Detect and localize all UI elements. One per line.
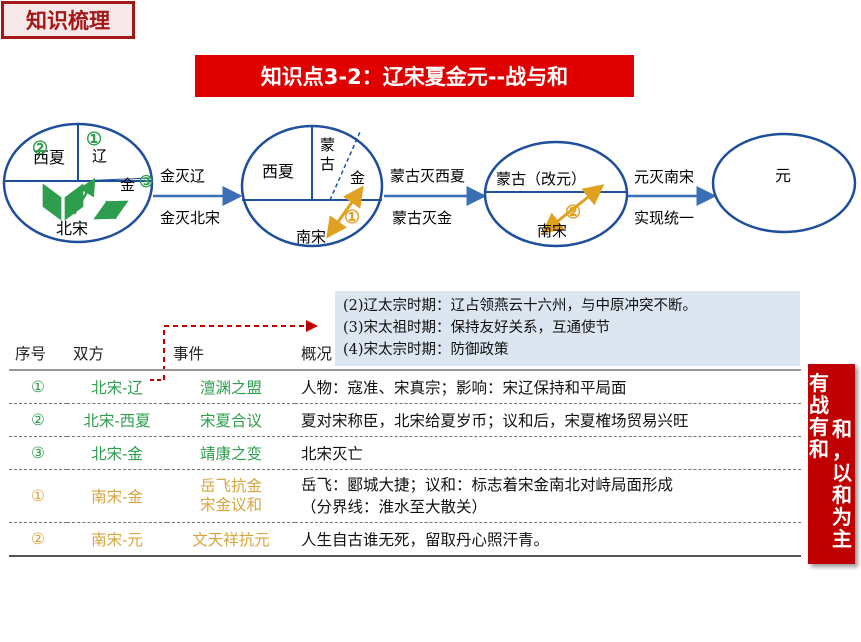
header-no: 序号 (9, 336, 67, 371)
row-summary: 北宋灭亡 (295, 436, 801, 470)
circle-song-mongol: 蒙古（改元） 南宋 ② (483, 140, 629, 248)
table-row: ② 北宋-西夏 宋夏合议 夏对宋称臣，北宋给夏岁币；议和后，宋夏榷场贸易兴旺 (9, 403, 801, 437)
circle-yuan: 元 (711, 132, 857, 234)
arrow2-top-label: 蒙古灭西夏 (390, 167, 465, 185)
arrow-jin-conquest: 金灭辽 金灭北宋 (153, 167, 243, 227)
label-xixia-1: 西夏 (33, 148, 65, 167)
table-row: ① 北宋-辽 澶渊之盟 人物：寇准、宋真宗；影响：宋辽保持和平局面 (9, 370, 801, 404)
row-sides: 南宋-金 (67, 469, 167, 523)
row-event: 澶渊之盟 (167, 370, 295, 404)
banner-col1: 有战有和 (809, 371, 829, 461)
label-yuan: 元 (775, 166, 791, 185)
arrow1-bottom-label: 金灭北宋 (160, 209, 220, 227)
label-menggu-2-b: 古 (320, 155, 335, 173)
arrow-mongol-conquest: 蒙古灭西夏 蒙古灭金 (384, 167, 487, 227)
header-sides: 双方 (67, 336, 167, 371)
label-jin-2: 金 (350, 169, 365, 187)
label-menggu-2: 蒙古 (320, 136, 335, 173)
note-line: (3)宋太祖时期：保持友好关系，互通使节 (343, 320, 611, 336)
circle-song-jin-xia: 西夏 蒙古 金 南宋 ① (240, 124, 384, 248)
row-no: ② (9, 522, 67, 557)
row-summary: 岳飞：郾城大捷；议和：标志着宋金南北对峙局面形成 （分界线：淮水至大散关） (295, 469, 801, 523)
num-1-green: ① (86, 129, 102, 150)
num-2-green: ② (32, 138, 48, 159)
num-2-gold: ② (565, 202, 581, 223)
note-line: (4)宋太宗时期：防御政策 (343, 342, 509, 358)
row-event-line2: 宋金议和 (199, 496, 262, 514)
topic-title: 知识点3-2：辽宋夏金元--战与和 (195, 55, 634, 97)
note-line: (2)辽太宗时期：辽占领燕云十六州，与中原冲突不断。 (343, 298, 698, 314)
row-event: 文天祥抗元 (167, 522, 295, 557)
label-menggu-2-a: 蒙 (320, 136, 335, 154)
header-event: 事件 (167, 336, 295, 371)
row-summary: 人物：寇准、宋真宗；影响：宋辽保持和平局面 (295, 370, 801, 404)
notes-box: (2)辽太宗时期：辽占领燕云十六州，与中原冲突不断。 (3)宋太祖时期：保持友好… (335, 291, 800, 366)
relations-table: 序号 双方 事件 概况 ① 北宋-辽 澶渊之盟 人物：寇准、宋真宗；影响：宋辽保… (9, 336, 801, 557)
row-event: 宋夏合议 (167, 403, 295, 437)
section-tag: 知识梳理 (1, 1, 135, 39)
label-liao-1: 辽 (92, 147, 107, 165)
label-beisong-1: 北宋 (56, 219, 88, 238)
row-summary: 夏对宋称臣，北宋给夏岁币；议和后，宋夏榷场贸易兴旺 (295, 403, 801, 437)
arrow1-top-label: 金灭辽 (160, 167, 205, 185)
label-jin-1: 金 (120, 176, 135, 194)
num-1-gold: ① (344, 207, 360, 228)
section-tag-label: 知识梳理 (26, 9, 110, 33)
label-xixia-2: 西夏 (262, 162, 294, 181)
row-no: ② (9, 403, 67, 437)
circle-song-liao-xia: 西夏 辽 金 北宋 ② ① ③ (2, 122, 153, 244)
row-event: 靖康之变 (167, 436, 295, 470)
table-row: ① 南宋-金 岳飞抗金宋金议和 岳飞：郾城大捷；议和：标志着宋金南北对峙局面形成… (9, 469, 801, 523)
row-summary-line1: 岳飞：郾城大捷；议和：标志着宋金南北对峙局面形成 (301, 476, 674, 494)
table-row: ② 南宋-元 文天祥抗元 人生自古谁无死，留取丹心照汗青。 (9, 522, 801, 557)
row-summary: 人生自古谁无死，留取丹心照汗青。 (295, 522, 801, 557)
row-sides: 北宋-西夏 (67, 403, 167, 437)
row-event-line1: 岳飞抗金 (199, 477, 262, 495)
row-no: ① (9, 370, 67, 404)
table-row: ③ 北宋-金 靖康之变 北宋灭亡 (9, 436, 801, 470)
row-summary-line2: （分界线：淮水至大散关） (301, 498, 488, 516)
banner-col2: 和，以和为主 (832, 417, 852, 551)
arrow3-bottom-label: 实现统一 (634, 209, 694, 227)
row-sides: 北宋-辽 (67, 370, 167, 404)
arrow3-top-label: 元灭南宋 (634, 168, 694, 186)
arrow-yuan-unification: 元灭南宋 实现统一 (628, 168, 717, 227)
history-diagram: 西夏 辽 金 北宋 ② ① ③ 金灭辽 金灭北宋 西夏 蒙古 金 南宋 ① 蒙古… (2, 122, 857, 248)
label-menggu-3: 蒙古（改元） (496, 170, 586, 188)
row-no: ① (9, 469, 67, 523)
num-3-green: ③ (139, 172, 153, 191)
arrow2-bottom-label: 蒙古灭金 (392, 209, 452, 227)
label-nansong-2: 南宋 (296, 228, 326, 246)
row-sides: 南宋-元 (67, 522, 167, 557)
side-banner: 有战有和 和，以和为主 (808, 364, 855, 564)
row-event: 岳飞抗金宋金议和 (167, 469, 295, 523)
row-no: ③ (9, 436, 67, 470)
row-sides: 北宋-金 (67, 436, 167, 470)
label-nansong-3: 南宋 (537, 222, 567, 240)
